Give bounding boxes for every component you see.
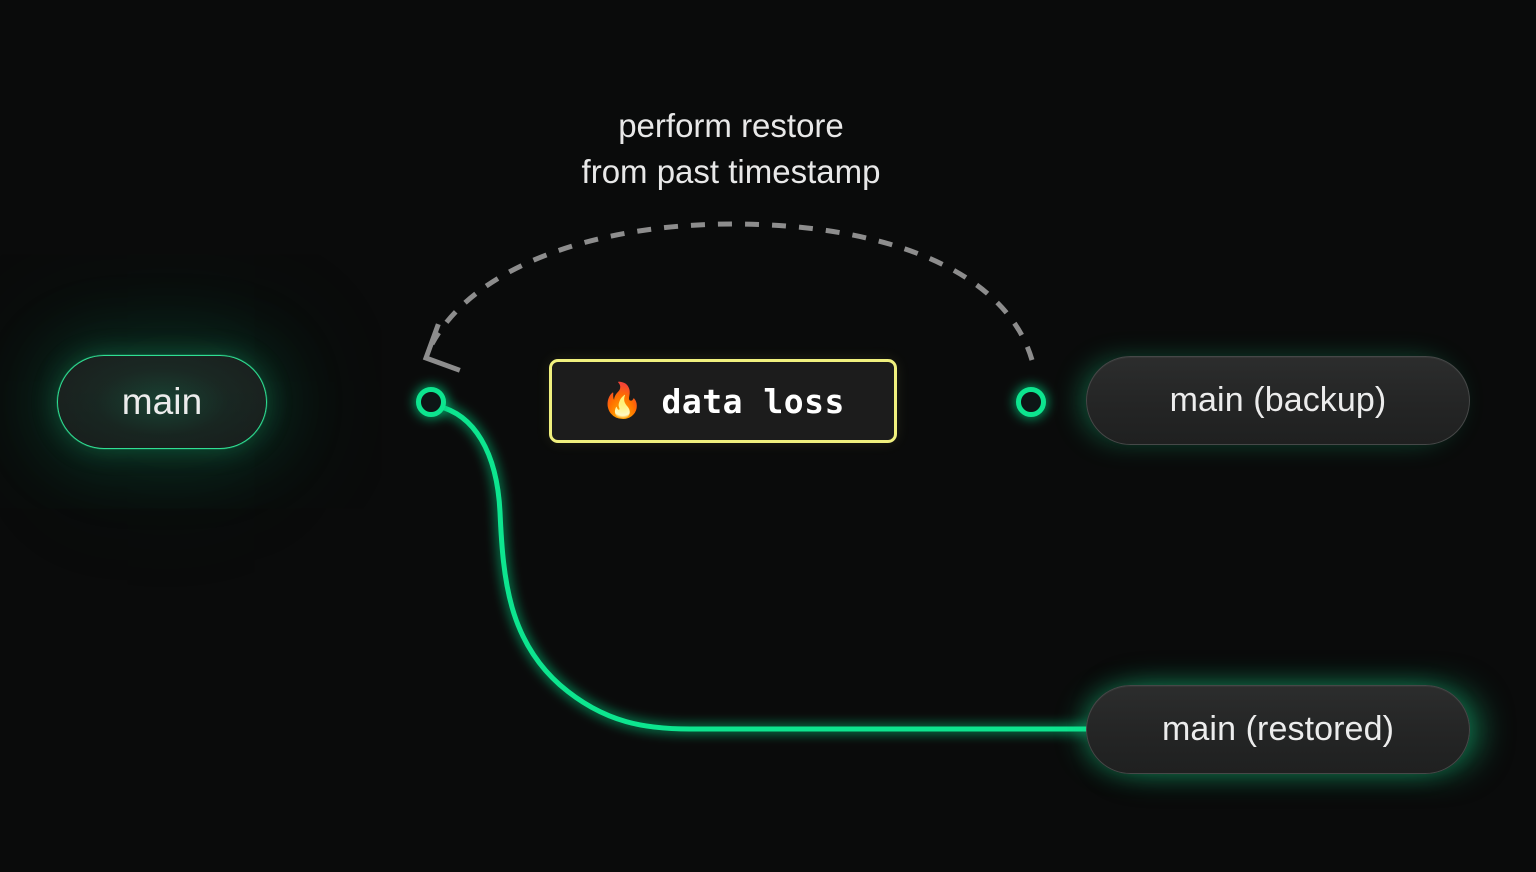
data-loss-badge[interactable]: 🔥 data loss: [549, 359, 897, 443]
node-main-backup[interactable]: main (backup): [1086, 356, 1470, 445]
annotation-line-2: from past timestamp: [581, 153, 881, 190]
node-main-backup-label: main (backup): [1169, 381, 1387, 419]
edge-restore-arrow: [429, 221, 1035, 361]
branch-point-junction[interactable]: [416, 387, 446, 417]
node-main-restored[interactable]: main (restored): [1086, 685, 1470, 774]
node-main-label: main: [121, 381, 203, 422]
fire-icon: 🔥: [601, 382, 644, 420]
annotation-line-1: perform restore: [618, 107, 844, 144]
restore-annotation: perform restore from past timestamp: [0, 103, 1462, 195]
node-main[interactable]: main: [57, 355, 267, 449]
data-loss-badge-label: data loss: [661, 381, 845, 421]
node-main-restored-label: main (restored): [1161, 710, 1394, 748]
restore-arrowhead-icon: [422, 323, 461, 373]
backup-point-junction[interactable]: [1016, 387, 1046, 417]
edge-branch-to-restored: [434, 403, 1093, 732]
